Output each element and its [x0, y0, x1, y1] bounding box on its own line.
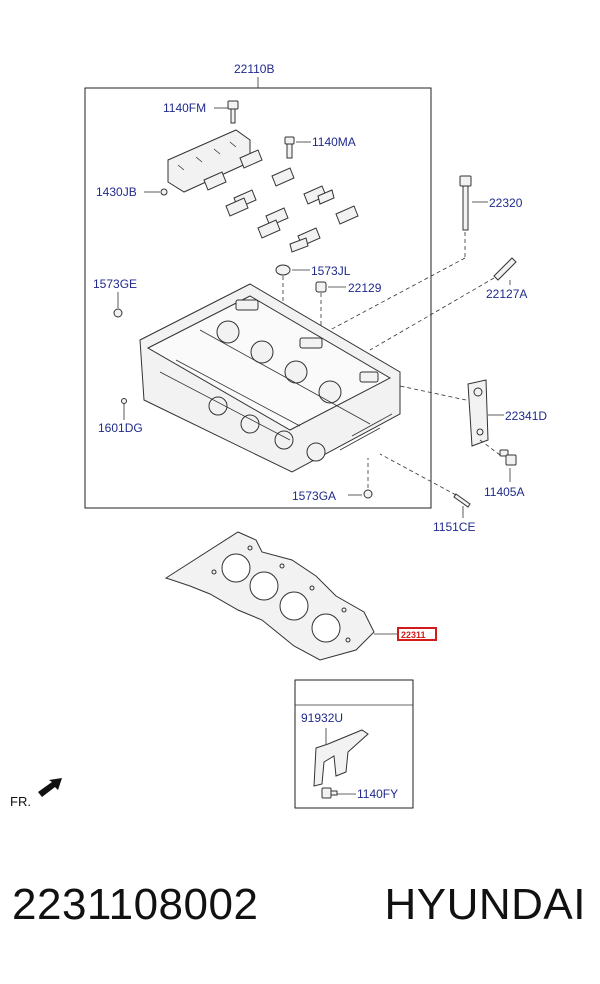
part-number: 2231108002 — [12, 880, 259, 929]
front-arrow-icon — [38, 778, 62, 797]
label-1573GA[interactable]: 1573GA — [292, 489, 336, 503]
bolt-11405A-icon — [499, 449, 517, 466]
brand-name: HYUNDAI — [384, 880, 586, 929]
head-bolt-22320-icon — [459, 175, 472, 231]
plug-1573GA-icon — [363, 489, 373, 499]
bracket-91932U-icon — [313, 729, 369, 787]
cylinder-head-icon — [139, 283, 401, 473]
plug-22129-icon — [315, 281, 327, 293]
label-1140FM[interactable]: 1140FM — [163, 101, 206, 115]
label-22311[interactable]: 22311 — [401, 630, 426, 640]
plug-1573GE-icon — [113, 308, 123, 318]
bolt-1140FM-icon — [227, 100, 239, 124]
label-1140FY[interactable]: 1140FY — [357, 787, 398, 801]
highlight-box-22311 — [397, 627, 437, 641]
bolt-1140MA-icon — [284, 136, 295, 159]
label-11405A[interactable]: 11405A — [484, 485, 524, 499]
bolt-1140FY-icon — [321, 787, 338, 799]
dowel-1601DG-icon — [121, 398, 127, 404]
plug-1573JL-icon — [275, 264, 291, 276]
label-1601DG[interactable]: 1601DG — [98, 421, 143, 435]
pin-1151CE-icon — [453, 493, 471, 508]
label-22341D[interactable]: 22341D — [505, 409, 547, 423]
label-1573GE[interactable]: 1573GE — [93, 277, 137, 291]
dowel-1430JB-icon — [160, 188, 168, 196]
label-22129[interactable]: 22129 — [348, 281, 382, 295]
label-1140MA[interactable]: 1140MA — [312, 135, 356, 149]
cam-caps-icon — [203, 149, 359, 253]
label-22127A[interactable]: 22127A — [486, 287, 527, 301]
head-gasket-icon — [164, 531, 375, 661]
subassembly-frame — [294, 679, 414, 809]
label-91932U[interactable]: 91932U — [301, 711, 343, 725]
label-1151CE[interactable]: 1151CE — [433, 520, 475, 534]
label-1430JB[interactable]: 1430JB — [96, 185, 137, 199]
front-marker-label: FR. — [10, 794, 31, 809]
footer: 2231108002 HYUNDAI — [0, 880, 600, 940]
label-22110B[interactable]: 22110B — [234, 62, 274, 76]
label-1573JL[interactable]: 1573JL — [311, 264, 351, 278]
hanger-22341D-icon — [467, 379, 489, 447]
label-22320[interactable]: 22320 — [489, 196, 523, 210]
stud-22127A-icon — [493, 257, 517, 281]
